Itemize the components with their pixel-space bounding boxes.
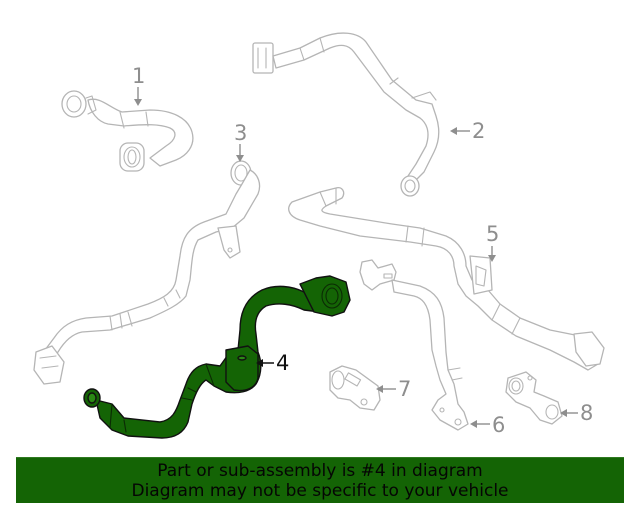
- part-2-hose[interactable]: [252, 32, 440, 197]
- callout-2-arrow-head: [450, 127, 457, 135]
- callout-3: 3: [234, 121, 247, 145]
- callout-4: 4: [276, 351, 289, 375]
- callout-6-arrow-head: [470, 420, 477, 428]
- callout-7: 7: [398, 377, 411, 401]
- part-8-connector[interactable]: [505, 371, 563, 425]
- callout-4-arrow-head: [256, 359, 263, 367]
- part-3-hose[interactable]: [33, 160, 261, 385]
- part-6-pipe[interactable]: [359, 259, 469, 431]
- callout-3-arrow-head: [236, 155, 244, 162]
- part-4-hose-highlighted[interactable]: [83, 275, 351, 439]
- part-7-connector[interactable]: [329, 365, 381, 411]
- callout-7-arrow-head: [376, 385, 383, 393]
- callout-2: 2: [472, 119, 485, 143]
- callout-1-arrow-head: [134, 99, 142, 106]
- part-5-hose[interactable]: [288, 186, 605, 371]
- banner-line-part-number: Part or sub-assembly is #4 in diagram: [157, 460, 483, 481]
- banner-line-disclaimer: Diagram may not be specific to your vehi…: [131, 480, 509, 501]
- callout-5-arrow-head: [488, 255, 496, 262]
- callout-6: 6: [492, 413, 505, 437]
- callout-1: 1: [132, 64, 145, 88]
- callout-8-arrow-head: [560, 409, 567, 417]
- part-1-hose[interactable]: [61, 90, 194, 172]
- highlight-notice-banner: Part or sub-assembly is #4 in diagram Di…: [16, 457, 624, 503]
- parts-diagram: 1 2 3 4: [33, 32, 605, 439]
- callout-8: 8: [580, 401, 593, 425]
- callout-5: 5: [486, 222, 499, 246]
